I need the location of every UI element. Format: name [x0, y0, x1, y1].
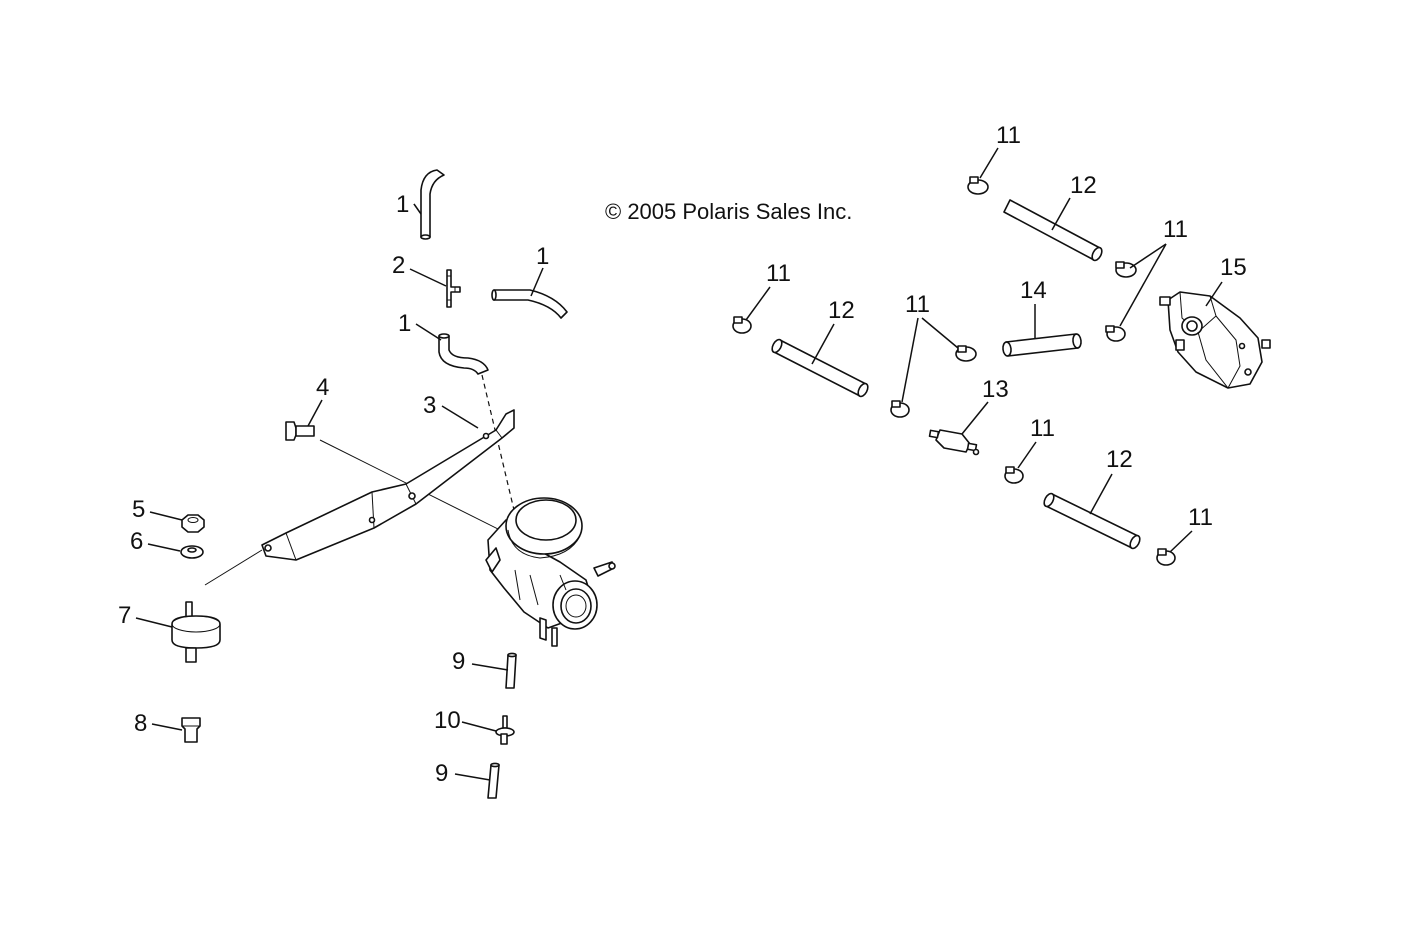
hose-clamp-part-11-bottom-right [1156, 548, 1176, 566]
callout-label-11-center: 11 [905, 291, 930, 318]
callout-label-11-left: 11 [766, 260, 791, 287]
carburetor-assembly [485, 497, 616, 647]
callout-label-4: 4 [316, 374, 329, 401]
callout-label-5: 5 [132, 496, 145, 523]
rubber-mount-part-7 [171, 601, 221, 663]
callout-label-12-top: 12 [1070, 172, 1097, 199]
hose-part-9-lower [487, 762, 500, 799]
callout-label-12-bottom: 12 [1106, 446, 1133, 473]
hose-part-1-lower [438, 333, 489, 375]
hose-clamp-part-11-top [967, 176, 989, 195]
callout-label-10: 10 [434, 707, 461, 734]
callout-label-1-right: 1 [536, 243, 549, 270]
fuel-hose-part-12-left [771, 338, 869, 398]
callout-label-8: 8 [134, 710, 147, 737]
insert-part-8 [181, 717, 201, 743]
callout-label-15: 15 [1220, 254, 1247, 281]
callout-label-9-upper: 9 [452, 648, 465, 675]
fuel-pump-part-15 [1159, 291, 1271, 389]
valve-part-10 [495, 715, 515, 745]
callout-label-1-lower: 1 [398, 310, 411, 337]
hose-clamp-part-11-left [732, 316, 752, 334]
bracket-part-3 [261, 409, 515, 561]
hose-clamp-part-11-lower-middle [1004, 466, 1024, 484]
callout-label-9-lower: 9 [435, 760, 448, 787]
callout-label-13: 13 [982, 376, 1009, 403]
fuel-hose-part-12-bottom [1043, 492, 1141, 550]
hose-part-9-upper [505, 652, 517, 689]
hose-clamp-part-11-center-upper [955, 345, 977, 362]
callout-label-3: 3 [423, 392, 436, 419]
inline-fuel-filter-part-13 [928, 429, 980, 456]
nut-part-5 [181, 514, 205, 533]
copyright-text: © 2005 Polaris Sales Inc. [605, 199, 852, 224]
hose-clamp-part-11-right-lower [1105, 325, 1126, 342]
hose-clamp-part-11-right-upper [1115, 261, 1137, 278]
callout-label-14: 14 [1020, 277, 1047, 304]
fuel-hose-part-12-top [1003, 199, 1103, 262]
washer-part-6 [180, 545, 204, 559]
callout-label-11-right: 11 [1163, 216, 1188, 243]
callout-label-11-top: 11 [996, 122, 1021, 149]
hose-part-1-right [491, 289, 568, 319]
callout-label-7: 7 [118, 602, 131, 629]
callout-label-12-left: 12 [828, 297, 855, 324]
callout-label-2: 2 [392, 252, 405, 279]
callout-label-11-bottom-right: 11 [1188, 504, 1213, 531]
hose-part-1-top [420, 169, 445, 240]
callout-label-6: 6 [130, 528, 143, 555]
hose-clamp-part-11-center-lower [890, 400, 910, 418]
callout-label-1-top: 1 [396, 191, 409, 218]
callout-label-11-lower-middle: 11 [1030, 415, 1055, 442]
bolt-part-4 [285, 421, 315, 441]
fuel-hose-part-14 [1002, 333, 1082, 357]
tee-fitting-part-2 [446, 269, 461, 308]
